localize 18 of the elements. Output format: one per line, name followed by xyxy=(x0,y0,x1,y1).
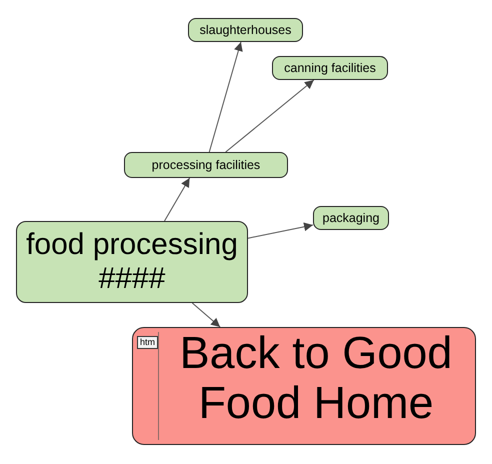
topic-box xyxy=(313,206,389,230)
arrow xyxy=(192,302,221,328)
arrow xyxy=(225,80,314,152)
arrow xyxy=(164,178,190,222)
topic-box xyxy=(16,221,248,303)
topic-label: processing facilities xyxy=(152,158,260,172)
topic-label: packaging xyxy=(322,211,380,225)
file-type-tag: htm xyxy=(137,336,158,349)
topic-box xyxy=(272,56,388,80)
arrow xyxy=(248,222,314,239)
topic-label: slaughterhouses xyxy=(200,23,292,37)
arrow xyxy=(208,42,243,152)
topic-box xyxy=(124,152,288,178)
link-text: Back to Good Food Home xyxy=(178,328,454,430)
topic-box xyxy=(188,18,303,42)
topic-label: food processing #### xyxy=(25,228,239,296)
topic-label: canning facilities xyxy=(284,61,376,75)
link-box xyxy=(132,327,476,445)
